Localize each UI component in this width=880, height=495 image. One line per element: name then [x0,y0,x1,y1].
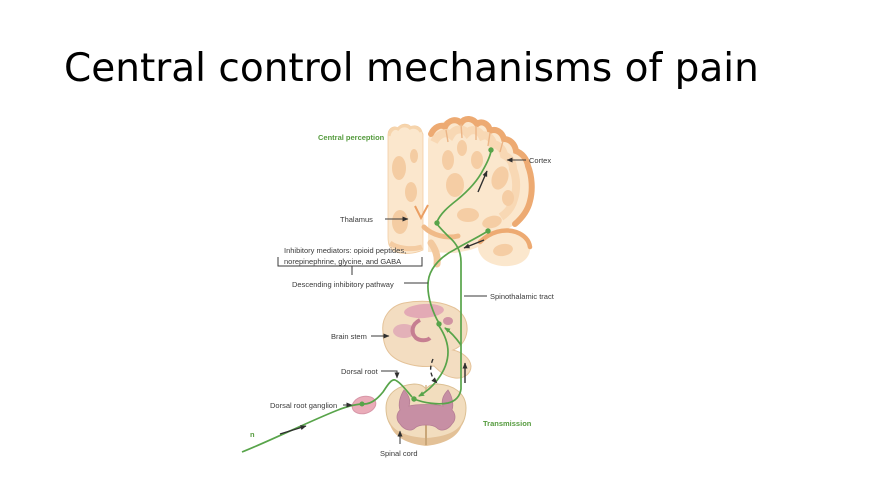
sulci-lines [445,123,504,153]
descending-mid-arrow [463,239,485,249]
cortex-synapse-dot [488,147,494,153]
cortex-rim [428,116,535,227]
brain-stem-rose-ring [410,318,432,343]
gyrus-patch [502,190,514,206]
midbrain-crescent [421,224,461,240]
gyrus-patch [392,156,406,180]
label-brain-stem: Brain stem [331,332,367,341]
gray-matter-butterfly [396,389,456,431]
stage-label-central-perception: Central perception [318,133,385,142]
gyrus-patch [405,182,417,202]
gyrus-patch [410,149,418,163]
brainstem-top [427,239,441,268]
gyrus-patch [442,150,454,170]
label-thalamus: Thalamus [340,215,373,224]
descending-inhibitory-line [427,230,489,324]
label-inhibitory-mediators-line2: norepinephrine, glycine, and GABA [284,257,401,266]
temporal-rim [477,228,533,250]
gyrus-patch [471,151,483,169]
thalamus-synapse-dot [434,220,440,226]
label-dorsal-root: Dorsal root [341,367,379,376]
cortex-inner-band [430,125,521,221]
gyrus-patch [457,140,467,156]
thalamus-region-mark [414,204,429,221]
ascending-to-cortex-arrow [477,170,488,193]
descending-to-dorsal-horn-line [418,325,449,397]
brain-stem-synapse-dot [436,321,442,327]
label-spinothalamic-tract: Spinothalamic tract [490,292,555,301]
label-spinal-cord: Spinal cord [380,449,418,458]
gyrus-patch [493,243,513,257]
label-dorsal-root-ganglion: Dorsal root ganglion [270,401,337,410]
slide-title: Central control mechanisms of pain [64,46,759,91]
brain-stem-pink-structure [443,317,453,325]
dorsal-root-leader [381,370,400,379]
mediators-bracket [277,257,423,275]
dorsal-horn-synapse-dot [411,396,417,402]
gyrus-patch [482,215,502,229]
left-hemisphere-rim [387,124,423,137]
spinal-cord-illustration [385,383,467,446]
cropped-label-fragment: n [250,430,255,439]
brain-stem-illustration [382,300,472,379]
brain-stem-pink-structure [393,324,415,338]
direction-arrows [279,170,488,435]
brain-illustration [387,116,535,268]
figure-labels: Central perception Transmission n Cortex… [250,133,555,458]
peripheral-nerve-arrow [279,425,307,435]
afferent-neuron-line [241,379,413,453]
thalamocortical-line [436,150,492,223]
gyrus-patch [446,173,464,197]
label-descending-pathway: Descending inhibitory pathway [292,280,394,289]
gyrus-patch [392,210,408,234]
pain-pathway-figure: Central perception Transmission n Cortex… [241,116,555,458]
brain-stem-collateral-line [444,327,462,346]
gyrus-patch [457,208,479,222]
stage-label-transmission: Transmission [483,419,532,428]
spinal-cord-bottom-band [389,420,463,446]
descending-dashed-arrow [429,358,438,384]
neural-pathways [241,147,494,453]
gyrus-patch [388,240,423,252]
label-inhibitory-mediators-line1: Inhibitory mediators: opioid peptides, [284,246,406,255]
ganglion-cell-dot [359,401,365,407]
spinothalamic-tract-line [413,223,462,405]
label-cortex: Cortex [529,156,551,165]
descending-origin-dot [485,228,491,234]
gyrus-patch [491,166,509,190]
leader-lines [277,157,526,444]
